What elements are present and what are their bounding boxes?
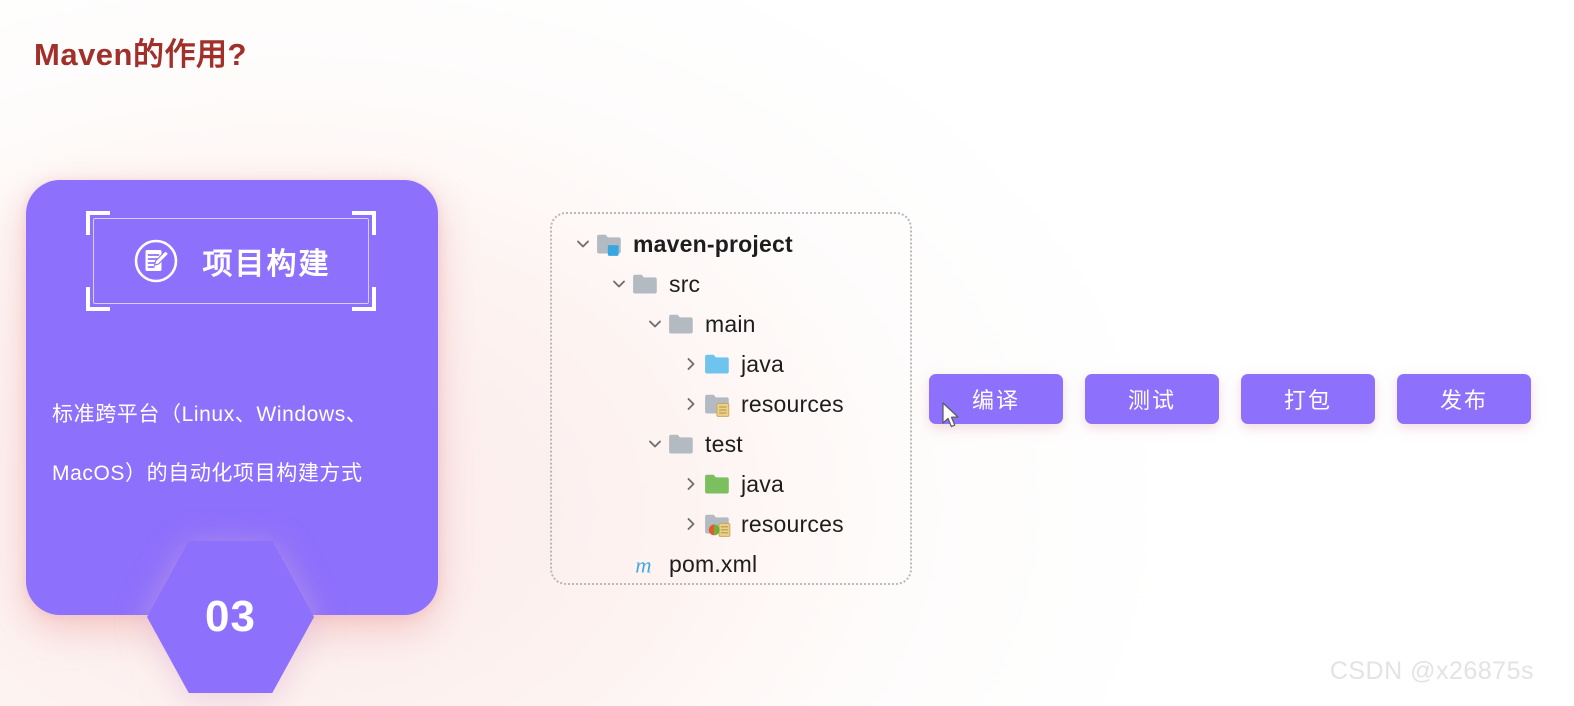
tree-node-test[interactable]: test (552, 424, 910, 464)
folder-gray-icon (668, 431, 696, 457)
badge-frame-line (93, 218, 369, 304)
tree-node-java[interactable]: java (552, 464, 910, 504)
tree-node-label: src (669, 270, 701, 297)
tree-node-label: java (741, 470, 784, 497)
folder-gray-icon (668, 311, 696, 337)
folder-gray-icon (632, 271, 660, 297)
tree-node-pom-xml[interactable]: m pom.xml (552, 544, 910, 584)
card-description-line-1: 标准跨平台（Linux、Windows、 (52, 403, 368, 426)
page-title: Maven的作用? (34, 37, 247, 72)
card-description: 标准跨平台（Linux、Windows、 MacOS）的自动化项目构建方式 (52, 385, 422, 503)
folder-green-icon (704, 471, 732, 497)
tree-node-main[interactable]: main (552, 304, 910, 344)
chevron-down-icon[interactable] (642, 436, 668, 452)
card-description-line-2: MacOS）的自动化项目构建方式 (52, 462, 363, 485)
tree-node-resources[interactable]: resources (552, 384, 910, 424)
step-number: 03 (205, 592, 256, 641)
step-hexagon: 03 (147, 541, 314, 693)
tree-node-label: main (705, 310, 756, 337)
frame-corner-top-left-icon (86, 211, 110, 235)
lifecycle-button-0[interactable]: 编译 (929, 374, 1063, 424)
folder-gray-multi-badge-icon (704, 511, 732, 537)
lifecycle-button-row: 编译测试打包发布 (929, 374, 1531, 424)
chevron-down-icon[interactable] (642, 316, 668, 332)
frame-corner-bottom-right-icon (352, 287, 376, 311)
tree-node-maven-project[interactable]: maven-project (552, 224, 910, 264)
chevron-right-icon[interactable] (678, 516, 704, 532)
folder-blue-icon (704, 351, 732, 377)
tree-node-label: maven-project (633, 230, 793, 257)
tree-node-label: resources (741, 510, 844, 537)
tree-node-src[interactable]: src (552, 264, 910, 304)
badge-label: 项目构建 (202, 248, 331, 281)
lifecycle-button-3[interactable]: 发布 (1397, 374, 1531, 424)
chevron-right-icon[interactable] (678, 476, 704, 492)
chevron-right-icon[interactable] (678, 356, 704, 372)
folder-blue-badge-icon (596, 231, 624, 257)
frame-corner-top-right-icon (352, 211, 376, 235)
chevron-down-icon[interactable] (570, 236, 596, 252)
tree-node-label: pom.xml (669, 550, 758, 577)
watermark: CSDN @x26875s (1329, 657, 1534, 685)
tree-node-label: java (741, 350, 784, 377)
note-pencil-icon (132, 237, 180, 285)
tree-node-java[interactable]: java (552, 344, 910, 384)
lifecycle-button-1[interactable]: 测试 (1085, 374, 1219, 424)
tree-node-label: test (705, 430, 743, 457)
frame-corner-bottom-left-icon (86, 287, 110, 311)
chevron-down-icon[interactable] (606, 276, 632, 292)
tree-node-label: resources (741, 390, 844, 417)
maven-m-icon: m (632, 551, 660, 577)
badge-frame: 项目构建 (86, 211, 376, 311)
tree-node-resources[interactable]: resources (552, 504, 910, 544)
folder-gray-yellow-badge-icon (704, 391, 732, 417)
chevron-right-icon[interactable] (678, 396, 704, 412)
svg-text:m: m (635, 553, 651, 577)
lifecycle-button-2[interactable]: 打包 (1241, 374, 1375, 424)
